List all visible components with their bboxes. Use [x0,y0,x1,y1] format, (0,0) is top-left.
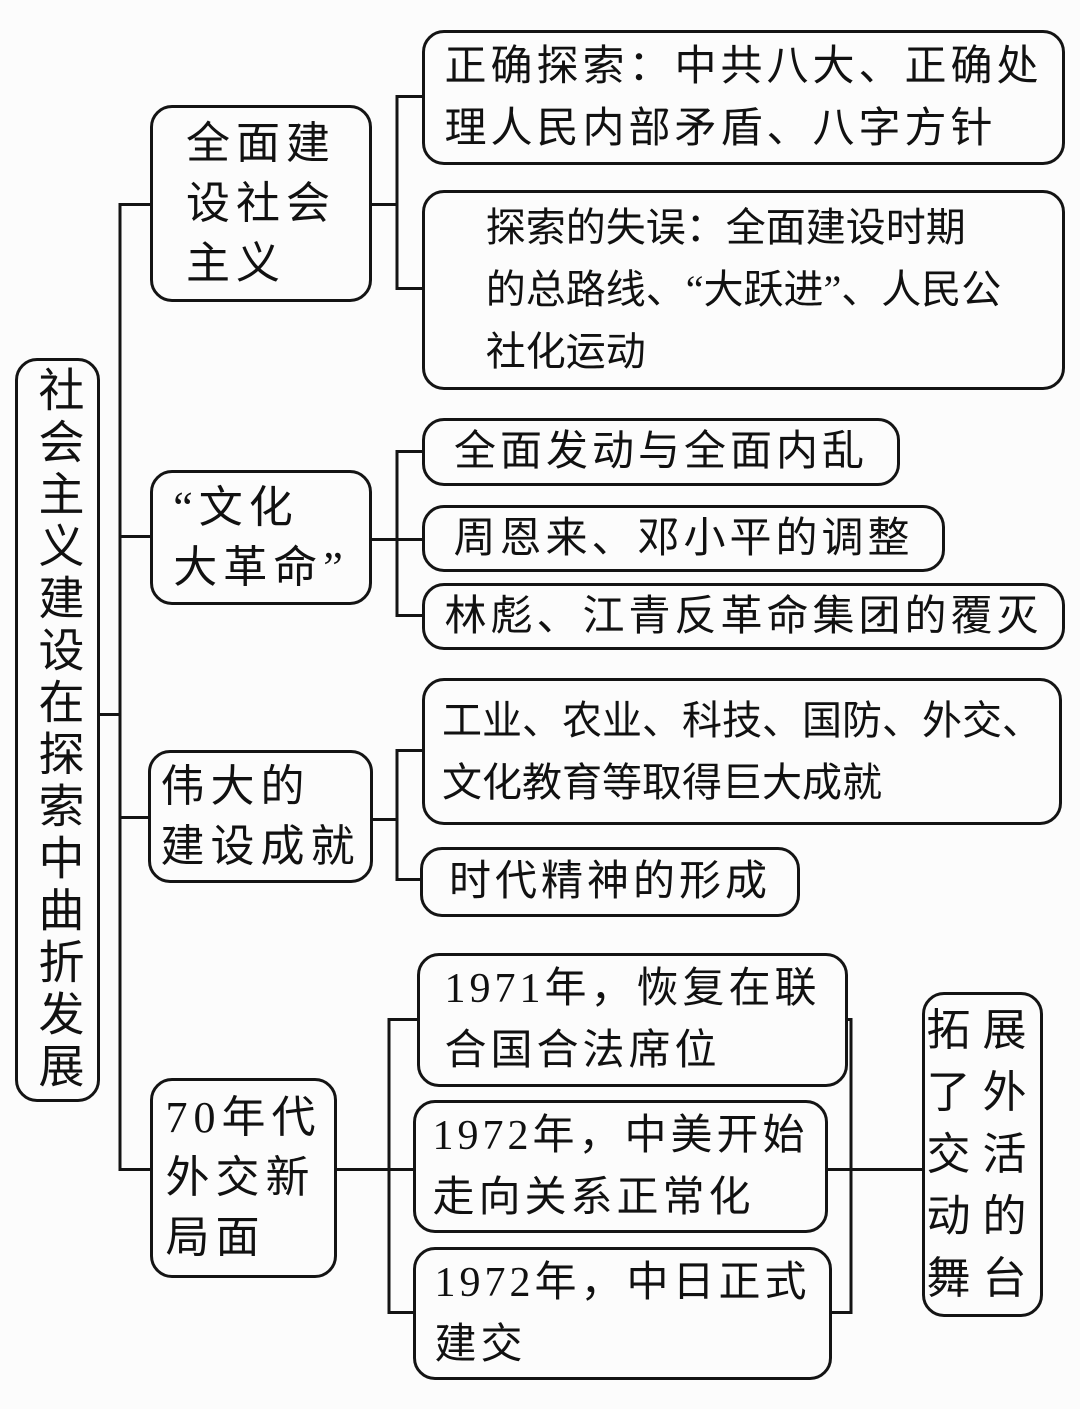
child-node-full-launch-turmoil: 全面发动与全面内乱 [422,418,900,486]
branch-node-70s-diplomacy: 70年代 外交新 局面 [150,1078,337,1278]
branch-node-label: 70年代 外交新 局面 [165,1093,322,1262]
child-node-industry-achievements: 工业、农业、科技、国防、外交、 文化教育等取得巨大成就 [422,678,1062,825]
branch-node-comprehensive-construction: 全面建 设社会 主义 [150,105,372,302]
branch-node-great-achievements: 伟大的 建设成就 [148,750,373,883]
child-node-zhou-deng-adjustment: 周恩来、邓小平的调整 [422,505,945,572]
child-node-label: 正确探索：中共八大、正确处 理人民内部矛盾、八字方针 [444,43,1043,152]
child-node-label: 周恩来、邓小平的调整 [453,515,914,562]
branch-node-cultural-revolution: “文化 大革命” [150,470,372,605]
child-node-lin-jiang-downfall: 林彪、江青反革命集团的覆灭 [422,583,1065,650]
outcome-node-label: 拓展 了外 交活 动的 舞台 [926,1005,1039,1303]
child-node-label: 林彪、江青反革命集团的覆灭 [444,593,1043,640]
child-node-1971-un-seat: 1971年，恢复在联 合国合法席位 [417,953,848,1087]
child-node-correct-exploration: 正确探索：中共八大、正确处 理人民内部矛盾、八字方针 [422,30,1065,165]
child-node-1972-china-us: 1972年，中美开始 走向关系正常化 [413,1100,828,1233]
child-node-label: 全面发动与全面内乱 [453,429,868,475]
root-node-label: 社会主义建设在探索中曲折发展 [32,366,84,1094]
child-node-exploration-mistakes: 探索的失误：全面建设时期 的总路线、“大跃进”、人民公 社化运动 [422,190,1065,390]
outcome-node-diplomatic-stage: 拓展 了外 交活 动的 舞台 [922,992,1043,1317]
child-node-label: 工业、农业、科技、国防、外交、 文化教育等取得巨大成就 [442,697,1042,805]
child-node-label: 1972年，中美开始 走向关系正常化 [432,1112,809,1221]
child-node-era-spirit: 时代精神的形成 [420,847,800,917]
root-node: 社会主义建设在探索中曲折发展 [15,358,100,1102]
child-node-label: 探索的失误：全面建设时期 的总路线、“大跃进”、人民公 社化运动 [485,205,1002,374]
branch-node-label: 全面建 设社会 主义 [186,118,336,288]
branch-node-label: 伟大的 建设成就 [160,761,361,871]
child-node-label: 1972年，中日正式 建交 [434,1259,811,1368]
child-node-1972-china-japan: 1972年，中日正式 建交 [413,1247,832,1380]
child-node-label: 时代精神的形成 [448,859,771,905]
child-node-label: 1971年，恢复在联 合国合法席位 [444,966,821,1074]
branch-node-label: “文化 大革命” [173,482,349,592]
